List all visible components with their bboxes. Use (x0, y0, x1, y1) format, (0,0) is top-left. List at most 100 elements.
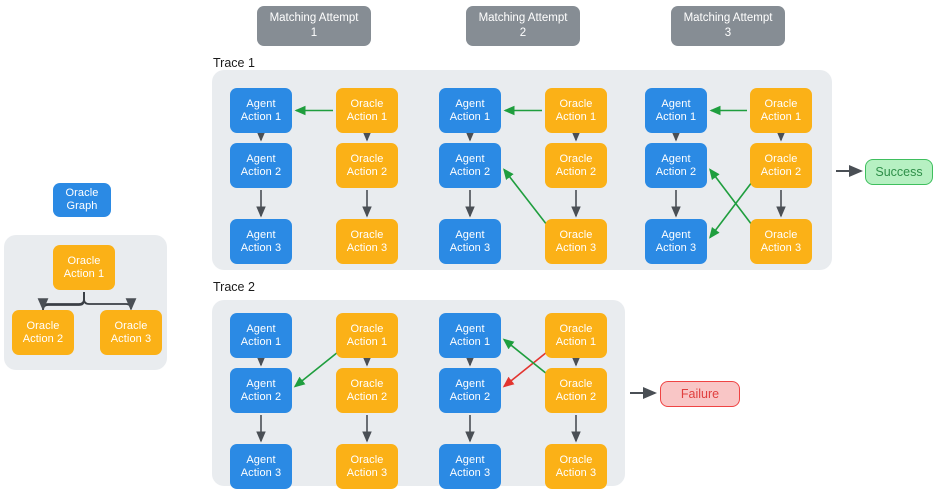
node-label-line1: Agent (661, 228, 691, 241)
node-label-line2: Action 2 (449, 390, 491, 403)
node-label-line1: Oracle (350, 377, 384, 390)
matching-attempt-header-3: Matching Attempt 3 (671, 6, 785, 46)
node-label-line2: Action 2 (240, 165, 282, 178)
node-label-line1: Oracle (350, 228, 384, 241)
node-label-line2: Action 1 (555, 335, 597, 348)
node-label-line2: Action 3 (555, 241, 597, 254)
node-label-line1: Agent (246, 377, 276, 390)
oracle-graph-title-line1: Oracle (65, 187, 99, 199)
node-label-line1: Oracle (559, 377, 593, 390)
result-badge-failure: Failure (660, 381, 740, 407)
node-label-line2: Action 2 (449, 165, 491, 178)
node-label-line1: Oracle (559, 453, 593, 466)
node-label-line2: Action 3 (110, 332, 152, 345)
header-index: 2 (519, 27, 527, 39)
node-label-line1: Oracle (764, 228, 798, 241)
matching-attempt-header-2: Matching Attempt 2 (466, 6, 580, 46)
trace-label-2: Trace 2 (213, 280, 255, 294)
node-label-line2: Action 2 (346, 165, 388, 178)
node-label-line2: Action 1 (240, 335, 282, 348)
node-label-line2: Action 3 (760, 241, 802, 254)
node-label-line1: Agent (455, 97, 485, 110)
result-badge-success: Success (865, 159, 933, 185)
node-label-line1: Agent (661, 97, 691, 110)
node-label-line1: Agent (246, 228, 276, 241)
node-label-line2: Action 3 (346, 466, 388, 479)
node-label-line2: Action 1 (346, 110, 388, 123)
node-label-line1: Oracle (67, 254, 101, 267)
node-label-line2: Action 1 (240, 110, 282, 123)
node-label-line1: Oracle (764, 97, 798, 110)
node-label-line1: Agent (246, 97, 276, 110)
node-label-line2: Action 1 (449, 335, 491, 348)
node-label-line2: Action 2 (760, 165, 802, 178)
node-label-line1: Agent (661, 152, 691, 165)
node-label-line1: Oracle (26, 319, 60, 332)
node-label-line1: Oracle (350, 453, 384, 466)
node-label-line2: Action 3 (655, 241, 697, 254)
node-label-line1: Agent (455, 228, 485, 241)
node-label-line2: Action 1 (655, 110, 697, 123)
header-index: 1 (310, 27, 318, 39)
header-index: 3 (724, 27, 732, 39)
node-label-line1: Agent (455, 322, 485, 335)
node-label-line2: Action 3 (555, 466, 597, 479)
node-label-line1: Oracle (559, 322, 593, 335)
header-title: Matching Attempt (683, 12, 773, 24)
node-label-line1: Oracle (114, 319, 148, 332)
node-label-line2: Action 3 (346, 241, 388, 254)
node-label-line2: Action 2 (240, 390, 282, 403)
node-label-line2: Action 3 (240, 241, 282, 254)
node-label-line2: Action 2 (346, 390, 388, 403)
node-label-line2: Action 3 (449, 241, 491, 254)
node-label-line2: Action 2 (555, 390, 597, 403)
node-label-line1: Oracle (559, 97, 593, 110)
node-label-line2: Action 1 (555, 110, 597, 123)
node-label-line2: Action 2 (22, 332, 64, 345)
trace-panel-1 (212, 70, 832, 270)
node-label-line1: Oracle (350, 97, 384, 110)
node-label-line2: Action 1 (63, 267, 105, 280)
node-label-line2: Action 1 (449, 110, 491, 123)
node-label-line2: Action 2 (655, 165, 697, 178)
node-label-line1: Oracle (764, 152, 798, 165)
node-label-line1: Oracle (350, 152, 384, 165)
node-label-line1: Agent (455, 453, 485, 466)
node-label-line2: Action 1 (346, 335, 388, 348)
node-label-line2: Action 3 (240, 466, 282, 479)
node-label-line1: Agent (246, 322, 276, 335)
node-label-line1: Agent (455, 377, 485, 390)
header-title: Matching Attempt (478, 12, 568, 24)
node-label-line1: Agent (246, 152, 276, 165)
node-label-line1: Agent (246, 453, 276, 466)
node-label-line1: Oracle (559, 228, 593, 241)
